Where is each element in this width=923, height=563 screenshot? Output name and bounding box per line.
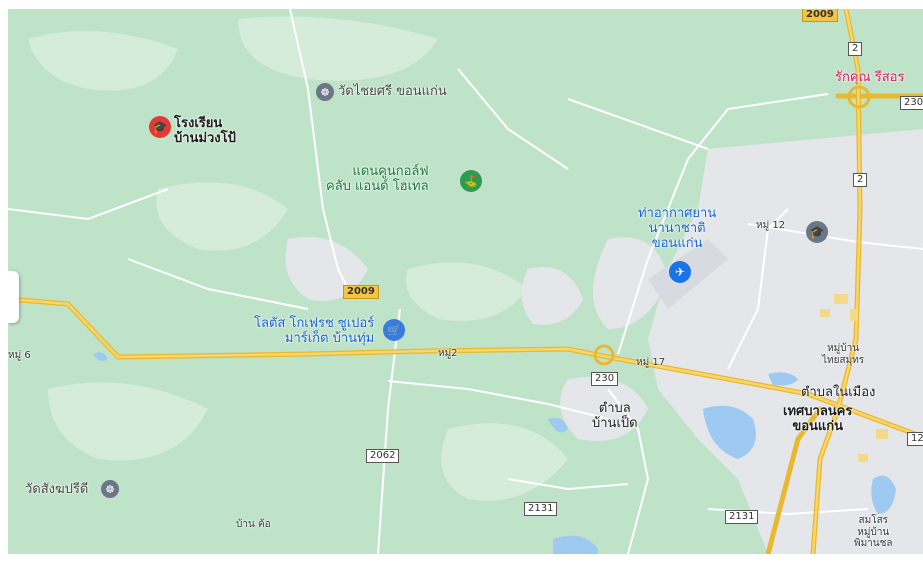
village-pimanchon-label: สมโสร หมู่บ้าน พิมานชล bbox=[854, 515, 893, 549]
school-pin-north[interactable]: 🎓 bbox=[149, 116, 171, 138]
map-canvas[interactable]: 🎓 โรงเรียน บ้านม่วงโป้ ☸ วัดไชยศรี ขอนแก… bbox=[8, 9, 923, 554]
moo17-label: หมู่ 17 bbox=[636, 357, 666, 368]
temple-pin-south[interactable]: ☸ bbox=[101, 480, 119, 498]
water-bodies bbox=[93, 352, 896, 554]
highway-centerlines bbox=[8, 9, 923, 554]
dharma-wheel-icon: ☸ bbox=[320, 85, 330, 99]
route-2009-shield-mid: 2009 bbox=[343, 285, 379, 299]
route-230-shield-center: 230 bbox=[591, 372, 619, 386]
graduation-cap-icon: 🎓 bbox=[152, 120, 168, 134]
lotus-pin[interactable]: 🛒 bbox=[383, 319, 405, 341]
route-2062-shield: 2062 bbox=[366, 449, 400, 463]
route-2131-shield-center: 2131 bbox=[524, 502, 558, 516]
airport-label[interactable]: ท่าอากาศยาน นานาชาติ ขอนแก่น bbox=[638, 206, 717, 251]
temple-label-south[interactable]: วัดสังฆปรีดี bbox=[25, 482, 89, 497]
route-2131-shield-east: 2131 bbox=[725, 510, 759, 524]
map-base-layer bbox=[8, 9, 923, 554]
temple-pin-north[interactable]: ☸ bbox=[316, 83, 334, 101]
village-thaisomboon-label: หมู่บ้าน ไทยสมุทร bbox=[822, 343, 865, 366]
tambon-nai-muang-label: ตำบลในเมือง bbox=[801, 385, 876, 400]
moo12-label: หมู่ 12 bbox=[756, 220, 786, 231]
ban-kho-label: บ้าน ค้อ bbox=[236, 519, 271, 530]
rakkhun-label[interactable]: รักคุณ รีสอร bbox=[835, 70, 905, 85]
school-label-north[interactable]: โรงเรียน บ้านม่วงโป้ bbox=[174, 116, 236, 146]
airport-pin[interactable]: ✈ bbox=[669, 261, 691, 283]
interchange-north bbox=[847, 85, 871, 109]
airplane-icon: ✈ bbox=[674, 265, 686, 279]
golf-icon: ⛳ bbox=[464, 174, 478, 188]
graduation-cap-icon: 🎓 bbox=[809, 225, 825, 239]
moo2-label: หมู่2 bbox=[438, 348, 458, 359]
interchange-center bbox=[593, 344, 615, 366]
moo6-label: หมู่ 6 bbox=[8, 350, 31, 361]
golf-pin[interactable]: ⛳ bbox=[460, 170, 482, 192]
minor-roads bbox=[8, 9, 923, 554]
tambon-banped-label: ตำบล บ้านเป็ด bbox=[592, 401, 638, 431]
school-pin-east[interactable]: 🎓 bbox=[806, 221, 828, 243]
temple-label-north[interactable]: วัดไชยศรี ขอนแก่น bbox=[338, 84, 447, 99]
route-2-shield-north: 2 bbox=[848, 42, 863, 56]
vegetation-patches bbox=[28, 16, 568, 501]
city-label: เทศบาลนคร ขอนแก่น bbox=[783, 404, 853, 434]
side-panel-handle[interactable] bbox=[8, 271, 19, 323]
route-2-shield-mid: 2 bbox=[853, 173, 868, 187]
dharma-wheel-icon: ☸ bbox=[105, 482, 115, 496]
shopping-cart-icon: 🛒 bbox=[387, 323, 401, 337]
golf-label[interactable]: แดนคูนกอล์ฟ คลับ แอนด์ โฮเทล bbox=[326, 164, 429, 194]
urban-areas bbox=[285, 129, 923, 554]
lotus-label[interactable]: โลตัส โกเฟรช ซูเปอร์ มาร์เก็ต บ้านทุ่ม bbox=[254, 316, 375, 346]
route-12-shield-edge: 12 bbox=[907, 432, 923, 446]
route-2009-shield-top: 2009 bbox=[802, 9, 838, 22]
urban-blocks bbox=[820, 294, 888, 462]
route-230-shield-east: 230 bbox=[900, 96, 923, 110]
